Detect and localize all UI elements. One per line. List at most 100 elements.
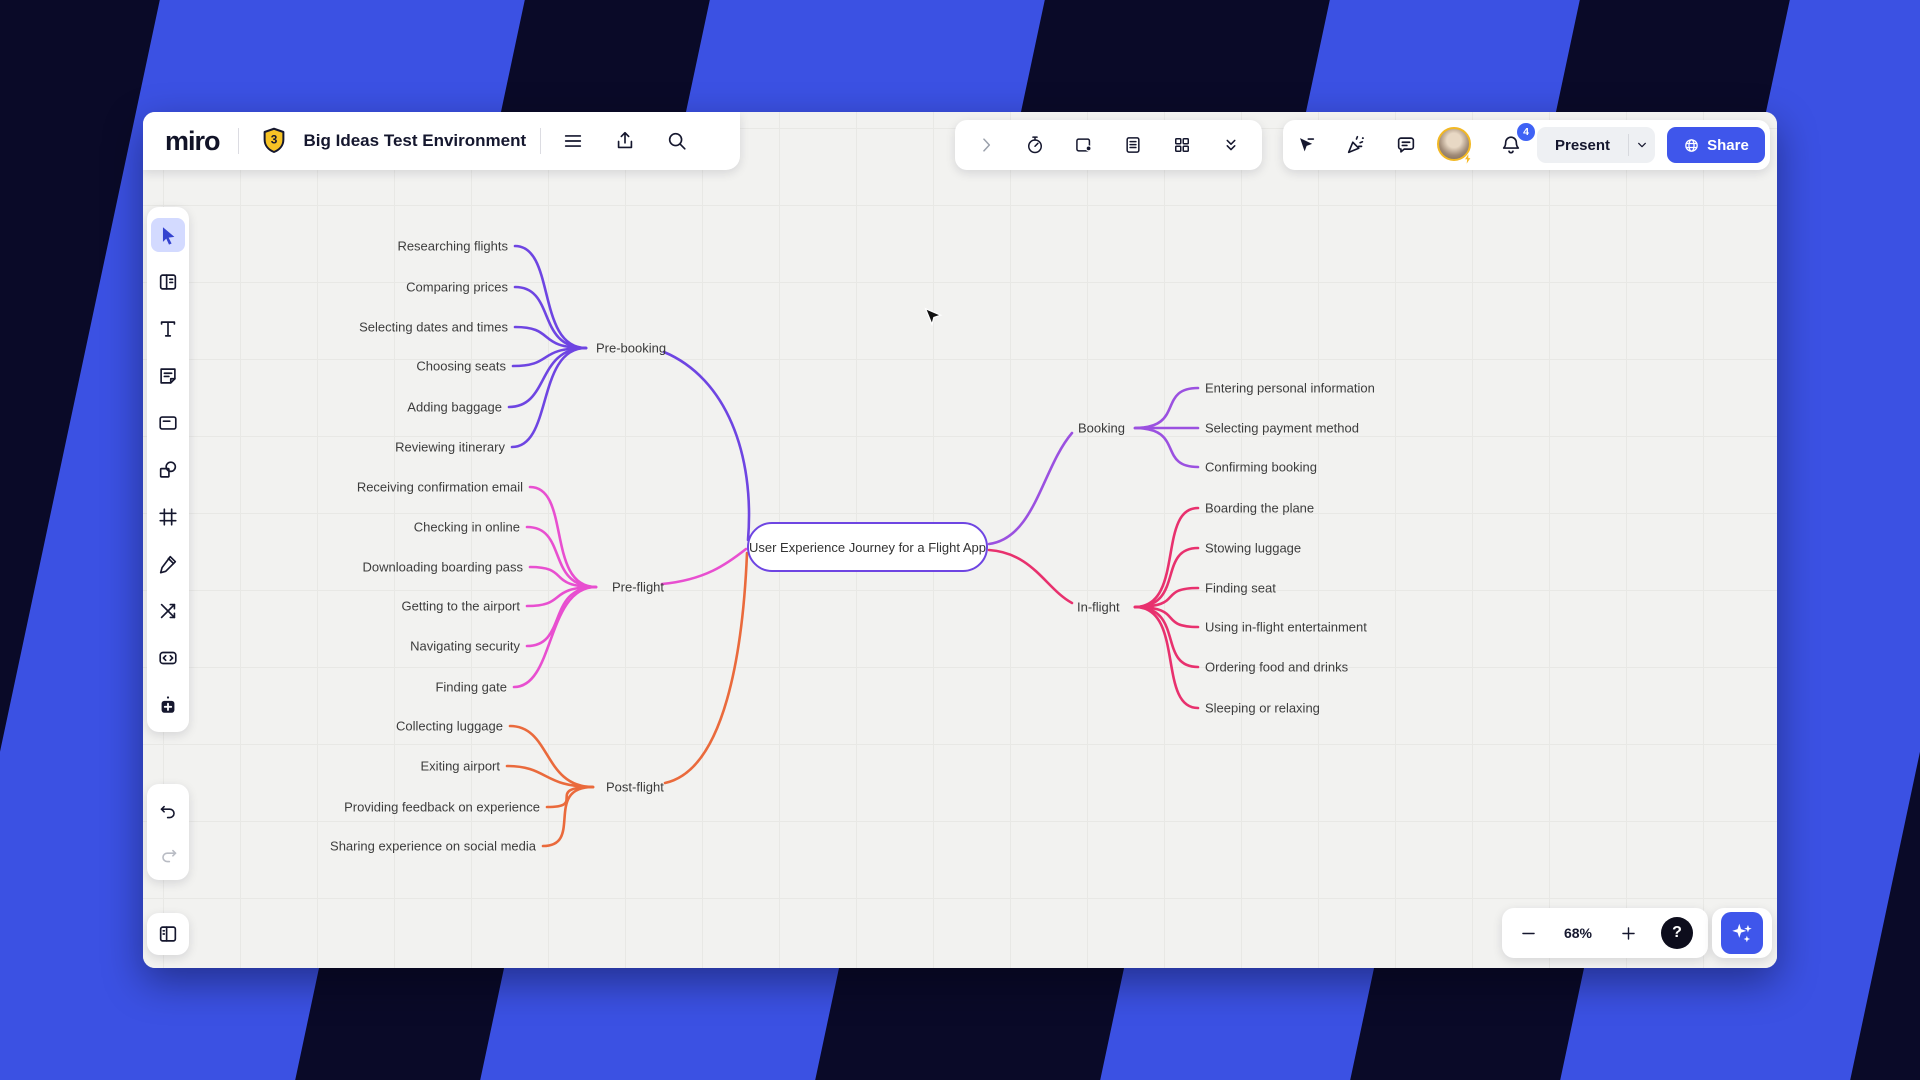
- frames-panel-button[interactable]: [147, 913, 189, 955]
- mindmap-branch-node[interactable]: Pre-flight: [612, 579, 665, 595]
- templates-tool[interactable]: [150, 258, 186, 305]
- select-tool[interactable]: [150, 211, 186, 258]
- collapse-icon: [1226, 139, 1236, 151]
- mindmap-node[interactable]: Choosing seats: [416, 358, 506, 374]
- mindmap-node[interactable]: Exiting airport: [420, 758, 500, 774]
- mindmap-node[interactable]: Selecting payment method: [1205, 420, 1359, 436]
- frame-icon: [159, 507, 177, 526]
- search-icon: [668, 132, 686, 150]
- mindmap-node[interactable]: Getting to the airport: [401, 598, 520, 614]
- expand-toolbar-button[interactable]: [968, 127, 1004, 163]
- apps-button[interactable]: [1164, 127, 1200, 163]
- menu-icon: [564, 135, 582, 147]
- board-title[interactable]: Big Ideas Test Environment: [303, 131, 527, 150]
- select-icon: [162, 226, 175, 245]
- card-icon: [159, 415, 177, 430]
- share-label: Share: [1707, 136, 1749, 154]
- mindmap-node[interactable]: Boarding the plane: [1205, 500, 1315, 516]
- main-menu-button[interactable]: [555, 123, 591, 159]
- shapes-tool[interactable]: [150, 446, 186, 493]
- mindmap-node[interactable]: Finding seat: [1205, 580, 1276, 596]
- mindmap-node[interactable]: Comparing prices: [406, 279, 508, 295]
- pen-tool[interactable]: [150, 540, 186, 587]
- mindmap-node[interactable]: Sleeping or relaxing: [1205, 700, 1320, 716]
- facilitation-toolbar: [955, 120, 1262, 170]
- mindmap-node[interactable]: Reviewing itinerary: [395, 439, 505, 455]
- ai-assist-button[interactable]: [1721, 912, 1763, 954]
- mindmap-branch-node[interactable]: In-flight: [1077, 599, 1120, 615]
- mindmap-node[interactable]: Entering personal information: [1205, 380, 1375, 396]
- text-tool[interactable]: [150, 305, 186, 352]
- board-canvas[interactable]: User Experience Journey for a Flight App…: [143, 112, 1777, 968]
- card-tool[interactable]: [150, 399, 186, 446]
- miro-app-window: User Experience Journey for a Flight App…: [143, 112, 1777, 968]
- divider: [1628, 134, 1629, 156]
- mindmap-node[interactable]: Finding gate: [435, 679, 507, 695]
- comments-button[interactable]: [1388, 127, 1424, 163]
- mindmap-node[interactable]: Confirming booking: [1205, 459, 1318, 475]
- shapes-icon: [159, 460, 177, 478]
- undo-button[interactable]: [150, 788, 186, 832]
- mindmap-node[interactable]: Navigating security: [410, 638, 520, 654]
- plan-shield-badge[interactable]: 3: [259, 126, 289, 156]
- collapse-toolbar-button[interactable]: [1213, 127, 1249, 163]
- mindmap-node[interactable]: Collecting luggage: [396, 718, 503, 734]
- mindmap-node[interactable]: Researching flights: [397, 238, 508, 254]
- search-button[interactable]: [659, 123, 695, 159]
- mindmap-branch-node[interactable]: Pre-booking: [596, 340, 667, 356]
- redo-icon: [161, 849, 176, 862]
- notes-icon: [1126, 137, 1140, 153]
- mindmap-node[interactable]: Downloading boarding pass: [362, 559, 523, 575]
- zoom-out-button[interactable]: [1510, 915, 1546, 951]
- mindmap-branch-node[interactable]: Post-flight: [606, 779, 664, 795]
- more-tools-button[interactable]: [150, 681, 186, 728]
- present-label: Present: [1554, 136, 1611, 154]
- collaborator-cursors-button[interactable]: [1288, 127, 1324, 163]
- share-button[interactable]: Share: [1667, 127, 1765, 163]
- timer-button[interactable]: [1017, 127, 1053, 163]
- sticky-note-tool[interactable]: [150, 352, 186, 399]
- mindmap-node[interactable]: Using in-flight entertainment: [1205, 619, 1367, 635]
- comments-icon: [1397, 137, 1415, 153]
- notes-button[interactable]: [1115, 127, 1151, 163]
- export-icon: [617, 131, 633, 149]
- help-button[interactable]: ?: [1661, 917, 1693, 949]
- text-icon: [160, 320, 176, 337]
- mindmap-branch-node[interactable]: Booking: [1078, 420, 1125, 436]
- mindmap-central-node[interactable]: User Experience Journey for a Flight App: [747, 522, 988, 572]
- background-stripe: [1837, 0, 1920, 1080]
- mindmap-node[interactable]: Receiving confirmation email: [356, 479, 523, 495]
- presentation-frames-button[interactable]: [1066, 127, 1102, 163]
- redo-button[interactable]: [150, 832, 186, 876]
- ai-assist-container: [1712, 908, 1772, 958]
- apps-grid-icon: [1175, 138, 1189, 152]
- undo-redo-panel: [147, 784, 189, 880]
- creation-toolbar: [147, 207, 189, 732]
- avatar-photo: [1437, 127, 1471, 161]
- present-button[interactable]: Present: [1537, 127, 1655, 163]
- chevron-down-icon[interactable]: [1629, 137, 1655, 153]
- reactions-icon: [1347, 135, 1364, 154]
- miro-logo[interactable]: miro: [165, 125, 221, 156]
- embed-icon: [159, 651, 177, 664]
- connector-tool[interactable]: [150, 587, 186, 634]
- zoom-controls: 68% ?: [1502, 908, 1708, 958]
- notifications-button[interactable]: 4: [1493, 123, 1535, 163]
- mindmap-node[interactable]: Ordering food and drinks: [1205, 659, 1349, 675]
- mindmap-node[interactable]: Stowing luggage: [1205, 540, 1302, 556]
- mouse-cursor: [924, 307, 943, 327]
- sticky-note-icon: [160, 367, 176, 384]
- mindmap-node[interactable]: Adding baggage: [407, 399, 502, 415]
- export-board-button[interactable]: [607, 123, 643, 159]
- mindmap-node[interactable]: Sharing experience on social media: [330, 838, 536, 854]
- embed-tool[interactable]: [150, 634, 186, 681]
- reactions-button[interactable]: [1338, 127, 1374, 163]
- frame-tool[interactable]: [150, 493, 186, 540]
- svg-text:3: 3: [270, 133, 277, 147]
- user-avatar[interactable]: [1437, 127, 1473, 165]
- zoom-in-button[interactable]: [1610, 915, 1646, 951]
- mindmap-node[interactable]: Checking in online: [413, 519, 520, 535]
- zoom-level[interactable]: 68%: [1563, 925, 1593, 941]
- mindmap-node[interactable]: Selecting dates and times: [359, 319, 508, 335]
- mindmap-node[interactable]: Providing feedback on experience: [344, 799, 540, 815]
